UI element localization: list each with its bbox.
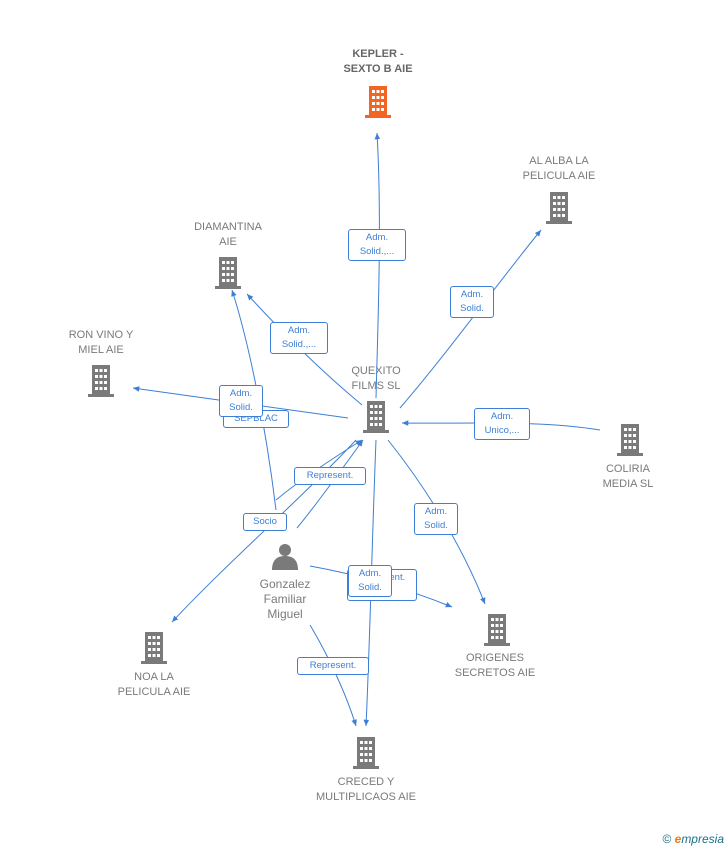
edge-label-coliria[interactable]: Adm. Unico,... — [474, 408, 530, 440]
person-icon — [272, 544, 298, 570]
node-creced[interactable]: CRECED Y MULTIPLICAOS AIE — [298, 775, 434, 805]
copyright-symbol: © — [662, 832, 672, 846]
node-label: NOA LA PELICULA AIE — [117, 671, 191, 698]
building-icon-highlight — [365, 86, 391, 118]
edge-label-diamantina[interactable]: Adm. Solid.,... — [270, 322, 328, 354]
building-icon — [141, 632, 167, 664]
edge-label-origenes[interactable]: Adm. Solid. — [414, 503, 458, 535]
node-label: QUEXITO FILMS SL — [351, 365, 401, 392]
node-gonzalez[interactable]: Gonzalez Familiar Miguel — [227, 577, 343, 622]
node-ron-vino[interactable]: RON VINO Y MIEL AIE — [43, 328, 159, 358]
brand-logo-e: e — [674, 832, 682, 846]
node-quexito[interactable]: QUEXITO FILMS SL — [318, 364, 434, 394]
node-noa[interactable]: NOA LA PELICULA AIE — [94, 670, 214, 700]
building-icon — [88, 365, 114, 397]
edge-label-represent-1[interactable]: Represent. — [294, 467, 366, 485]
building-icon — [363, 401, 389, 433]
building-icon — [215, 257, 241, 289]
edge-label-alba[interactable]: Adm. Solid. — [450, 286, 494, 318]
edge-gonzalez-creced — [309, 624, 357, 727]
edge-label-kepler[interactable]: Adm. Solid.,... — [348, 229, 406, 261]
edge-label-socio[interactable]: Socio — [243, 513, 287, 531]
node-coliria[interactable]: COLIRIA MEDIA SL — [570, 462, 686, 492]
building-icon — [353, 737, 379, 769]
node-label: KEPLER - SEXTO B AIE — [343, 48, 413, 75]
node-label: AL ALBA LA PELICULA AIE — [522, 155, 596, 182]
building-icon — [546, 192, 572, 224]
node-origenes[interactable]: ORIGENES SECRETOS AIE — [437, 651, 553, 681]
node-kepler[interactable]: KEPLER - SEXTO B AIE — [320, 47, 436, 77]
node-label: COLIRIA MEDIA SL — [602, 463, 654, 490]
edge-label-ronvino[interactable]: Adm. Solid. — [219, 385, 263, 417]
brand-logo-text: mpresia — [681, 832, 724, 846]
node-label: DIAMANTINA AIE — [194, 221, 262, 248]
node-label: ORIGENES SECRETOS AIE — [454, 652, 536, 679]
edge-label-represent-2[interactable]: Represent. — [297, 657, 369, 675]
node-label: Gonzalez Familiar Miguel — [259, 577, 311, 621]
edge-label-creced[interactable]: Adm. Solid. — [348, 565, 392, 597]
edge-quexito-kepler — [374, 132, 381, 399]
footer-brand: © empresia — [662, 832, 724, 846]
node-al-alba[interactable]: AL ALBA LA PELICULA AIE — [501, 154, 617, 184]
node-label: CRECED Y MULTIPLICAOS AIE — [315, 776, 417, 803]
node-diamantina[interactable]: DIAMANTINA AIE — [170, 220, 286, 250]
building-icon — [484, 614, 510, 646]
building-icon — [617, 424, 643, 456]
node-label: RON VINO Y MIEL AIE — [68, 329, 134, 356]
